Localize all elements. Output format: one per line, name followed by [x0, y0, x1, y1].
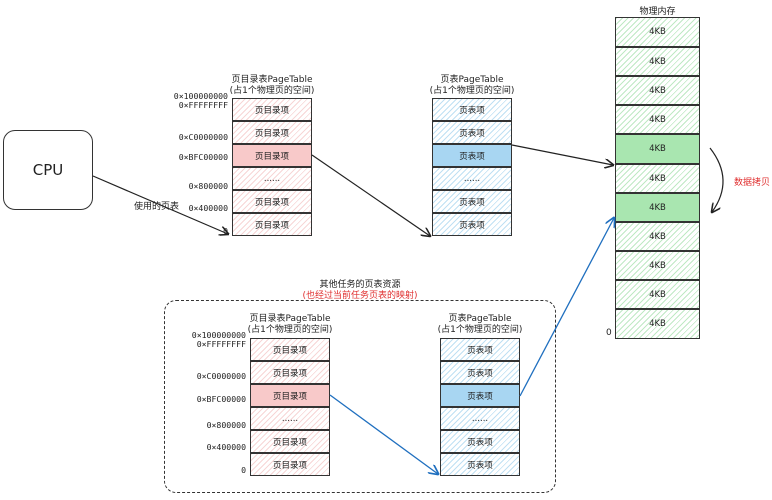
other-addr-3: 0×BFC00000 [196, 394, 246, 404]
other-subtitle: (也经过当前任务页表的映射) [302, 291, 418, 301]
top-dir-cell: 页目录项 [232, 213, 312, 236]
top-dir-cell-highlighted: 页目录项 [232, 144, 312, 167]
other-dir-cell: 页目录项 [250, 453, 330, 476]
other-pt-title-line1: 页表PageTable [448, 314, 512, 324]
other-pt-cell: 页表项 [440, 361, 520, 384]
top-dir-title-line2: (占1个物理页的空间) [229, 86, 315, 96]
other-dir-to-pt-arrow [329, 394, 438, 474]
memory-zero-label: 0 [606, 328, 612, 338]
top-addr-5: 0×400000 [188, 203, 228, 213]
memory-page-highlighted: 4KB [615, 193, 700, 222]
memory-title: 物理内存 [639, 7, 676, 17]
memory-page-highlighted: 4KB [615, 134, 700, 164]
top-pt-cell: 页表项 [432, 190, 512, 213]
other-addr-2: 0×C0000000 [196, 371, 246, 381]
top-pt-cell: 页表项 [432, 121, 512, 144]
cpu-box: CPU [3, 130, 93, 210]
other-title: 其他任务的页表资源 [319, 280, 401, 290]
memory-page: 4KB [615, 309, 700, 339]
top-addr-3: 0×BFC00000 [178, 152, 228, 162]
other-dir-title: 页目录表PageTable (占1个物理页的空间) [240, 314, 340, 336]
memory-page: 4KB [615, 76, 700, 105]
top-dir-cell: 页目录项 [232, 190, 312, 213]
other-dir-title-line2: (占1个物理页的空间) [247, 325, 333, 335]
copy-label: 数据拷贝 [734, 178, 771, 188]
memory-page: 4KB [615, 222, 700, 251]
other-dir-cell: ...... [250, 407, 330, 430]
other-pt-cell: 页表项 [440, 338, 520, 361]
other-pt-title: 页表PageTable (占1个物理页的空间) [430, 314, 530, 336]
other-pt-cell: 页表项 [440, 453, 520, 476]
other-pt-cell: ...... [440, 407, 520, 430]
top-dir-title-line1: 页目录表PageTable [231, 75, 313, 85]
top-pt-cell: 页表项 [432, 213, 512, 236]
top-dir-cell: ...... [232, 167, 312, 190]
other-pt-cell: 页表项 [440, 430, 520, 453]
cpu-label: CPU [32, 161, 64, 179]
other-addr-6: 0 [241, 465, 246, 475]
top-pt-cell: 页表项 [432, 98, 512, 121]
top-pt-cell: ...... [432, 167, 512, 190]
other-dir-cell-highlighted: 页目录项 [250, 384, 330, 407]
top-pt-title-line2: (占1个物理页的空间) [429, 86, 515, 96]
memory-page: 4KB [615, 280, 700, 309]
dir-to-pt-arrow [311, 154, 430, 236]
top-pt-title-line1: 页表PageTable [440, 75, 504, 85]
top-addr-0: 0×100000000 [173, 91, 228, 101]
other-pt-cell-highlighted: 页表项 [440, 384, 520, 407]
top-pt-title: 页表PageTable (占1个物理页的空间) [422, 75, 522, 97]
other-addr-5: 0×400000 [206, 442, 246, 452]
other-pt-to-memory-arrow [519, 218, 614, 397]
memory-page: 4KB [615, 105, 700, 134]
memory-page: 4KB [615, 164, 700, 193]
other-addr-1: 0×FFFFFFFF [196, 339, 246, 349]
top-dir-title: 页目录表PageTable (占1个物理页的空间) [222, 75, 322, 97]
other-addr-4: 0×800000 [206, 420, 246, 430]
memory-page: 4KB [615, 251, 700, 280]
other-dir-cell: 页目录项 [250, 338, 330, 361]
cpu-to-dir-arrow [92, 175, 228, 234]
cpu-arrow-label: 使用的页表 [134, 202, 180, 212]
top-dir-cell: 页目录项 [232, 121, 312, 144]
pt-to-memory-arrow [511, 144, 613, 165]
other-task-group [164, 300, 556, 493]
top-addr-4: 0×800000 [188, 181, 228, 191]
top-dir-cell: 页目录项 [232, 98, 312, 121]
memory-page: 4KB [615, 17, 700, 47]
other-pt-title-line2: (占1个物理页的空间) [437, 325, 523, 335]
other-dir-cell: 页目录项 [250, 430, 330, 453]
memory-page: 4KB [615, 47, 700, 76]
other-dir-title-line1: 页目录表PageTable [249, 314, 331, 324]
copy-curve-arrow [709, 147, 724, 212]
top-pt-cell-highlighted: 页表项 [432, 144, 512, 167]
top-addr-1: 0×FFFFFFFF [178, 100, 228, 110]
other-dir-cell: 页目录项 [250, 361, 330, 384]
top-addr-2: 0×C0000000 [178, 132, 228, 142]
other-addr-0: 0×100000000 [191, 330, 246, 340]
